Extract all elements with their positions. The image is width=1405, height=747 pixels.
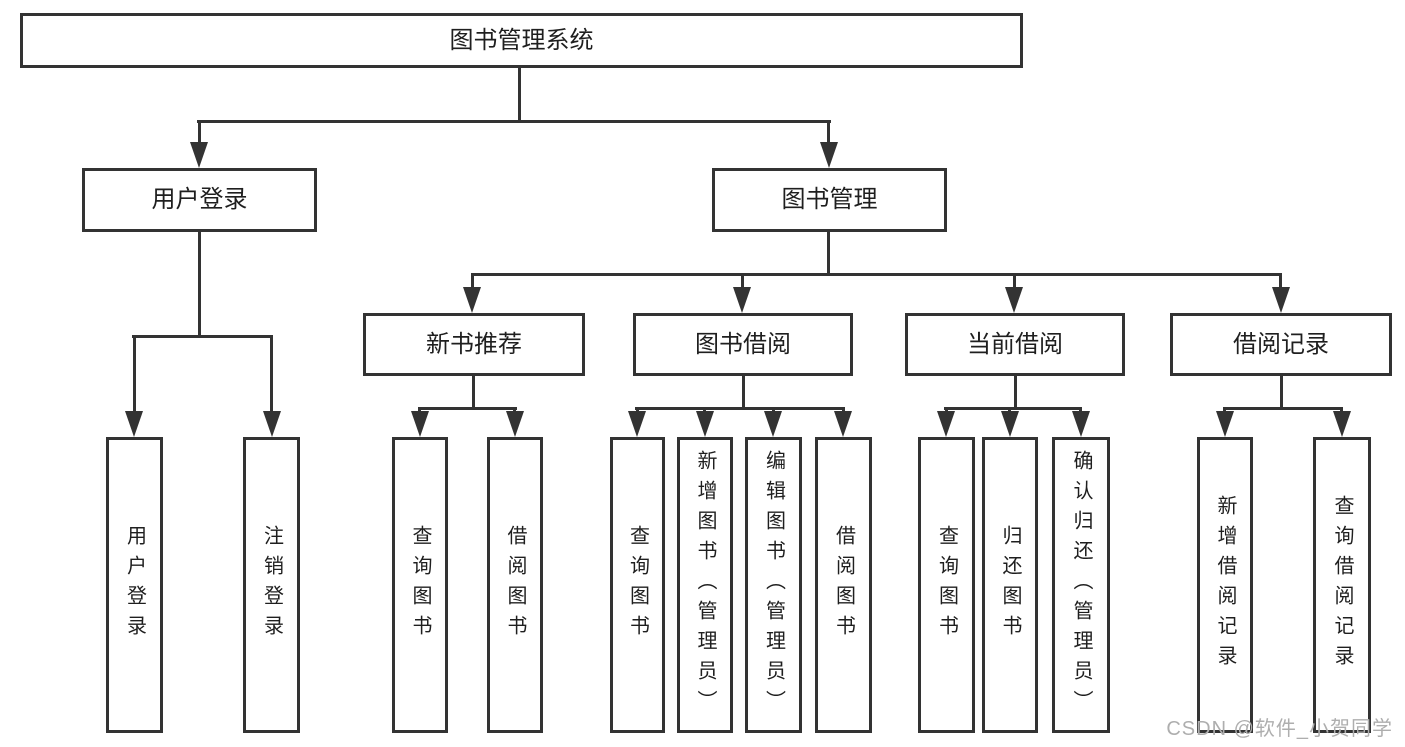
connector-line [471,273,1282,276]
node-user-login: 用户登录 [82,168,317,232]
arrow-down-icon [190,142,208,168]
arrow-down-icon [733,287,751,313]
node-label: 新增图书（管理员） [694,450,716,720]
connector-line [198,232,201,338]
leaf-query-books-recommend: 查询图书 [392,437,448,733]
leaf-logout: 注销登录 [243,437,300,733]
connector-line [1223,407,1343,410]
arrow-down-icon [1216,411,1234,437]
arrow-down-icon [1272,287,1290,313]
arrow-down-icon [506,411,524,437]
node-label: 查询图书 [935,525,958,645]
leaf-borrow-books-borrowing: 借阅图书 [815,437,872,733]
arrow-down-icon [628,411,646,437]
node-label: 归还图书 [999,525,1021,645]
node-book-borrowing: 图书借阅 [633,313,853,376]
leaf-query-books-borrowing: 查询图书 [610,437,665,733]
node-label: 用户登录 [123,525,146,645]
node-current-borrowing: 当前借阅 [905,313,1125,376]
node-new-book-recommendation: 新书推荐 [363,313,585,376]
connector-line [827,120,830,148]
connector-line [741,273,744,293]
node-label: 注销登录 [260,525,283,645]
connector-line [270,335,273,417]
node-library-management-system: 图书管理系统 [20,13,1023,68]
connector-line [132,335,273,338]
node-label: 图书借阅 [695,330,791,358]
leaf-user-login: 用户登录 [106,437,163,733]
arrow-down-icon [1072,411,1090,437]
connector-line [198,120,201,148]
node-book-management: 图书管理 [712,168,947,232]
arrow-down-icon [1001,411,1019,437]
arrow-down-icon [1333,411,1351,437]
arrow-down-icon [834,411,852,437]
node-label: 编辑图书（管理员） [762,450,785,720]
node-label: 查询图书 [409,525,431,645]
node-label: 用户登录 [151,186,248,213]
connector-line [1280,376,1283,410]
connector-line [472,376,475,410]
connector-line [518,68,521,123]
connector-line [418,407,517,410]
node-label: 图书管理 [781,186,878,213]
arrow-down-icon [263,411,281,437]
connector-line [742,376,745,410]
connector-line [635,407,844,410]
leaf-query-books-current: 查询图书 [918,437,975,733]
arrow-down-icon [463,287,481,313]
leaf-return-books: 归还图书 [982,437,1038,733]
watermark: CSDN @软件_小贺同学 [1166,718,1393,740]
leaf-borrow-books-recommend: 借阅图书 [487,437,543,733]
node-label: 查询借阅记录 [1331,495,1353,675]
connector-line [133,335,136,417]
arrow-down-icon [820,142,838,168]
node-label: 当前借阅 [967,330,1063,358]
arrow-down-icon [1005,287,1023,313]
node-label: 借阅图书 [504,525,526,645]
arrow-down-icon [764,411,782,437]
connector-line [1013,273,1016,293]
node-label: 确认归还（管理员） [1070,450,1092,720]
node-label: 新增借阅记录 [1214,495,1236,675]
node-label: 查询图书 [626,525,649,645]
arrow-down-icon [696,411,714,437]
connector-line [1014,376,1017,410]
node-borrowing-records: 借阅记录 [1170,313,1392,376]
leaf-add-borrow-record: 新增借阅记录 [1197,437,1253,733]
leaf-confirm-return-admin: 确认归还（管理员） [1052,437,1110,733]
node-label: 借阅记录 [1233,330,1329,358]
arrow-down-icon [125,411,143,437]
leaf-edit-book-admin: 编辑图书（管理员） [745,437,802,733]
node-label: 新书推荐 [426,330,522,358]
connector-line [197,120,831,123]
connector-line [471,273,474,293]
arrow-down-icon [937,411,955,437]
node-label: 借阅图书 [832,525,855,645]
connector-line [944,407,1081,410]
leaf-add-book-admin: 新增图书（管理员） [677,437,733,733]
connector-line [827,232,830,276]
leaf-query-borrow-record: 查询借阅记录 [1313,437,1371,733]
arrow-down-icon [411,411,429,437]
node-label: 图书管理系统 [449,26,594,54]
connector-line [1279,273,1282,293]
